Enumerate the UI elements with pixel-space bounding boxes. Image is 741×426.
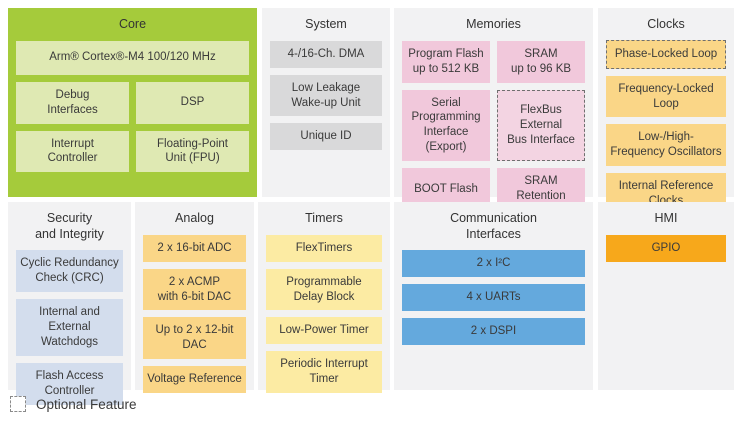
block-periodic-interrupt-timer: Periodic Interrupt Timer: [266, 351, 382, 394]
optional-feature-swatch-icon: [10, 396, 26, 412]
block-low-high-frequency-oscillators: Low-/High- Frequency Oscillators: [606, 124, 726, 167]
block-acmp: 2 x ACMP with 6-bit DAC: [143, 268, 246, 311]
block-sram: SRAM up to 96 KB: [497, 40, 585, 83]
panel-security-items: Cyclic Redundancy Check (CRC) Internal a…: [8, 245, 131, 413]
block-dsp: DSP: [136, 81, 249, 124]
block-low-power-timer: Low-Power Timer: [266, 317, 382, 345]
block-flexbus-external-bus-interface: FlexBus External Bus Interface: [497, 89, 585, 162]
panel-analog-items: 2 x 16-bit ADC 2 x ACMP with 6-bit DAC U…: [135, 230, 254, 402]
block-voltage-reference: Voltage Reference: [143, 366, 246, 394]
block-interrupt-controller: Interrupt Controller: [16, 130, 129, 173]
block-uarts: 4 x UARTs: [402, 284, 585, 312]
legend-label: Optional Feature: [36, 396, 137, 412]
panel-analog: Analog 2 x 16-bit ADC 2 x ACMP with 6-bi…: [135, 202, 254, 394]
panel-clocks-items: Clocks Phase-Locked Loop Frequency-Locke…: [598, 8, 734, 223]
panel-core: Core Arm® Cortex®-M4 100/120 MHz Debug I…: [8, 8, 257, 197]
block-llwu: Low Leakage Wake-up Unit: [270, 74, 382, 117]
panel-memories: Memories Program Flash up to 512 KB SRAM…: [394, 8, 593, 211]
panel-hmi-items: GPIO: [598, 230, 734, 270]
block-i2c: 2 x I²C: [402, 250, 585, 278]
block-unique-id: Unique ID: [270, 123, 382, 151]
panel-security-and-integrity: Security and Integrity Cyclic Redundancy…: [8, 202, 131, 405]
panel-system-items: 4-/16-Ch. DMA Low Leakage Wake-up Unit U…: [262, 36, 390, 159]
panel-clocks: Clocks Phase-Locked Loop Frequency-Locke…: [598, 8, 734, 216]
panel-hmi-title: HMI: [654, 211, 678, 225]
block-flash-access-controller: Flash Access Controller: [16, 362, 123, 405]
block-arm-cortex-m4: Arm® Cortex®-M4 100/120 MHz: [16, 40, 249, 75]
panel-analog-title: Analog: [175, 211, 214, 225]
block-dac: Up to 2 x 12-bit DAC: [143, 317, 246, 360]
block-serial-programming-interface: Serial Programming Interface (Export): [402, 89, 490, 162]
panel-communication-interfaces: Communication Interfaces 2 x I²C 4 x UAR…: [394, 202, 593, 390]
block-frequency-locked-loop: Frequency-Locked Loop: [606, 75, 726, 118]
block-phase-locked-loop: Phase-Locked Loop: [606, 39, 726, 69]
panel-system: System 4-/16-Ch. DMA Low Leakage Wake-up…: [262, 8, 390, 197]
panel-memories-items: Program Flash up to 512 KB SRAM up to 96…: [394, 36, 593, 219]
block-adc: 2 x 16-bit ADC: [143, 234, 246, 262]
panel-memories-title: Memories: [466, 17, 521, 31]
panel-comm-items: 2 x I²C 4 x UARTs 2 x DSPI: [394, 245, 593, 353]
panel-core-items: Arm® Cortex®-M4 100/120 MHz Debug Interf…: [8, 36, 257, 181]
panel-security-title: Security and Integrity: [35, 211, 104, 241]
block-fpu: Floating-Point Unit (FPU): [136, 130, 249, 173]
panel-timers-items: FlexTimers Programmable Delay Block Low-…: [258, 230, 390, 402]
block-crc: Cyclic Redundancy Check (CRC): [16, 250, 123, 293]
block-dspi: 2 x DSPI: [402, 318, 585, 346]
panel-system-title: System: [305, 17, 347, 31]
panel-timers-title: Timers: [305, 211, 343, 225]
block-gpio: GPIO: [606, 234, 726, 262]
legend-optional-feature: Optional Feature: [10, 396, 137, 412]
panel-clocks-title: Clocks: [647, 17, 685, 31]
block-program-flash: Program Flash up to 512 KB: [402, 40, 490, 83]
block-watchdogs: Internal and External Watchdogs: [16, 299, 123, 356]
block-debug-interfaces: Debug Interfaces: [16, 81, 129, 124]
block-flextimers: FlexTimers: [266, 234, 382, 262]
block-programmable-delay-block: Programmable Delay Block: [266, 268, 382, 311]
block-dma: 4-/16-Ch. DMA: [270, 40, 382, 68]
panel-timers: Timers FlexTimers Programmable Delay Blo…: [258, 202, 390, 394]
panel-comm-title: Communication Interfaces: [450, 211, 537, 241]
panel-core-title: Core: [118, 17, 147, 31]
panel-hmi: HMI GPIO: [598, 202, 734, 390]
